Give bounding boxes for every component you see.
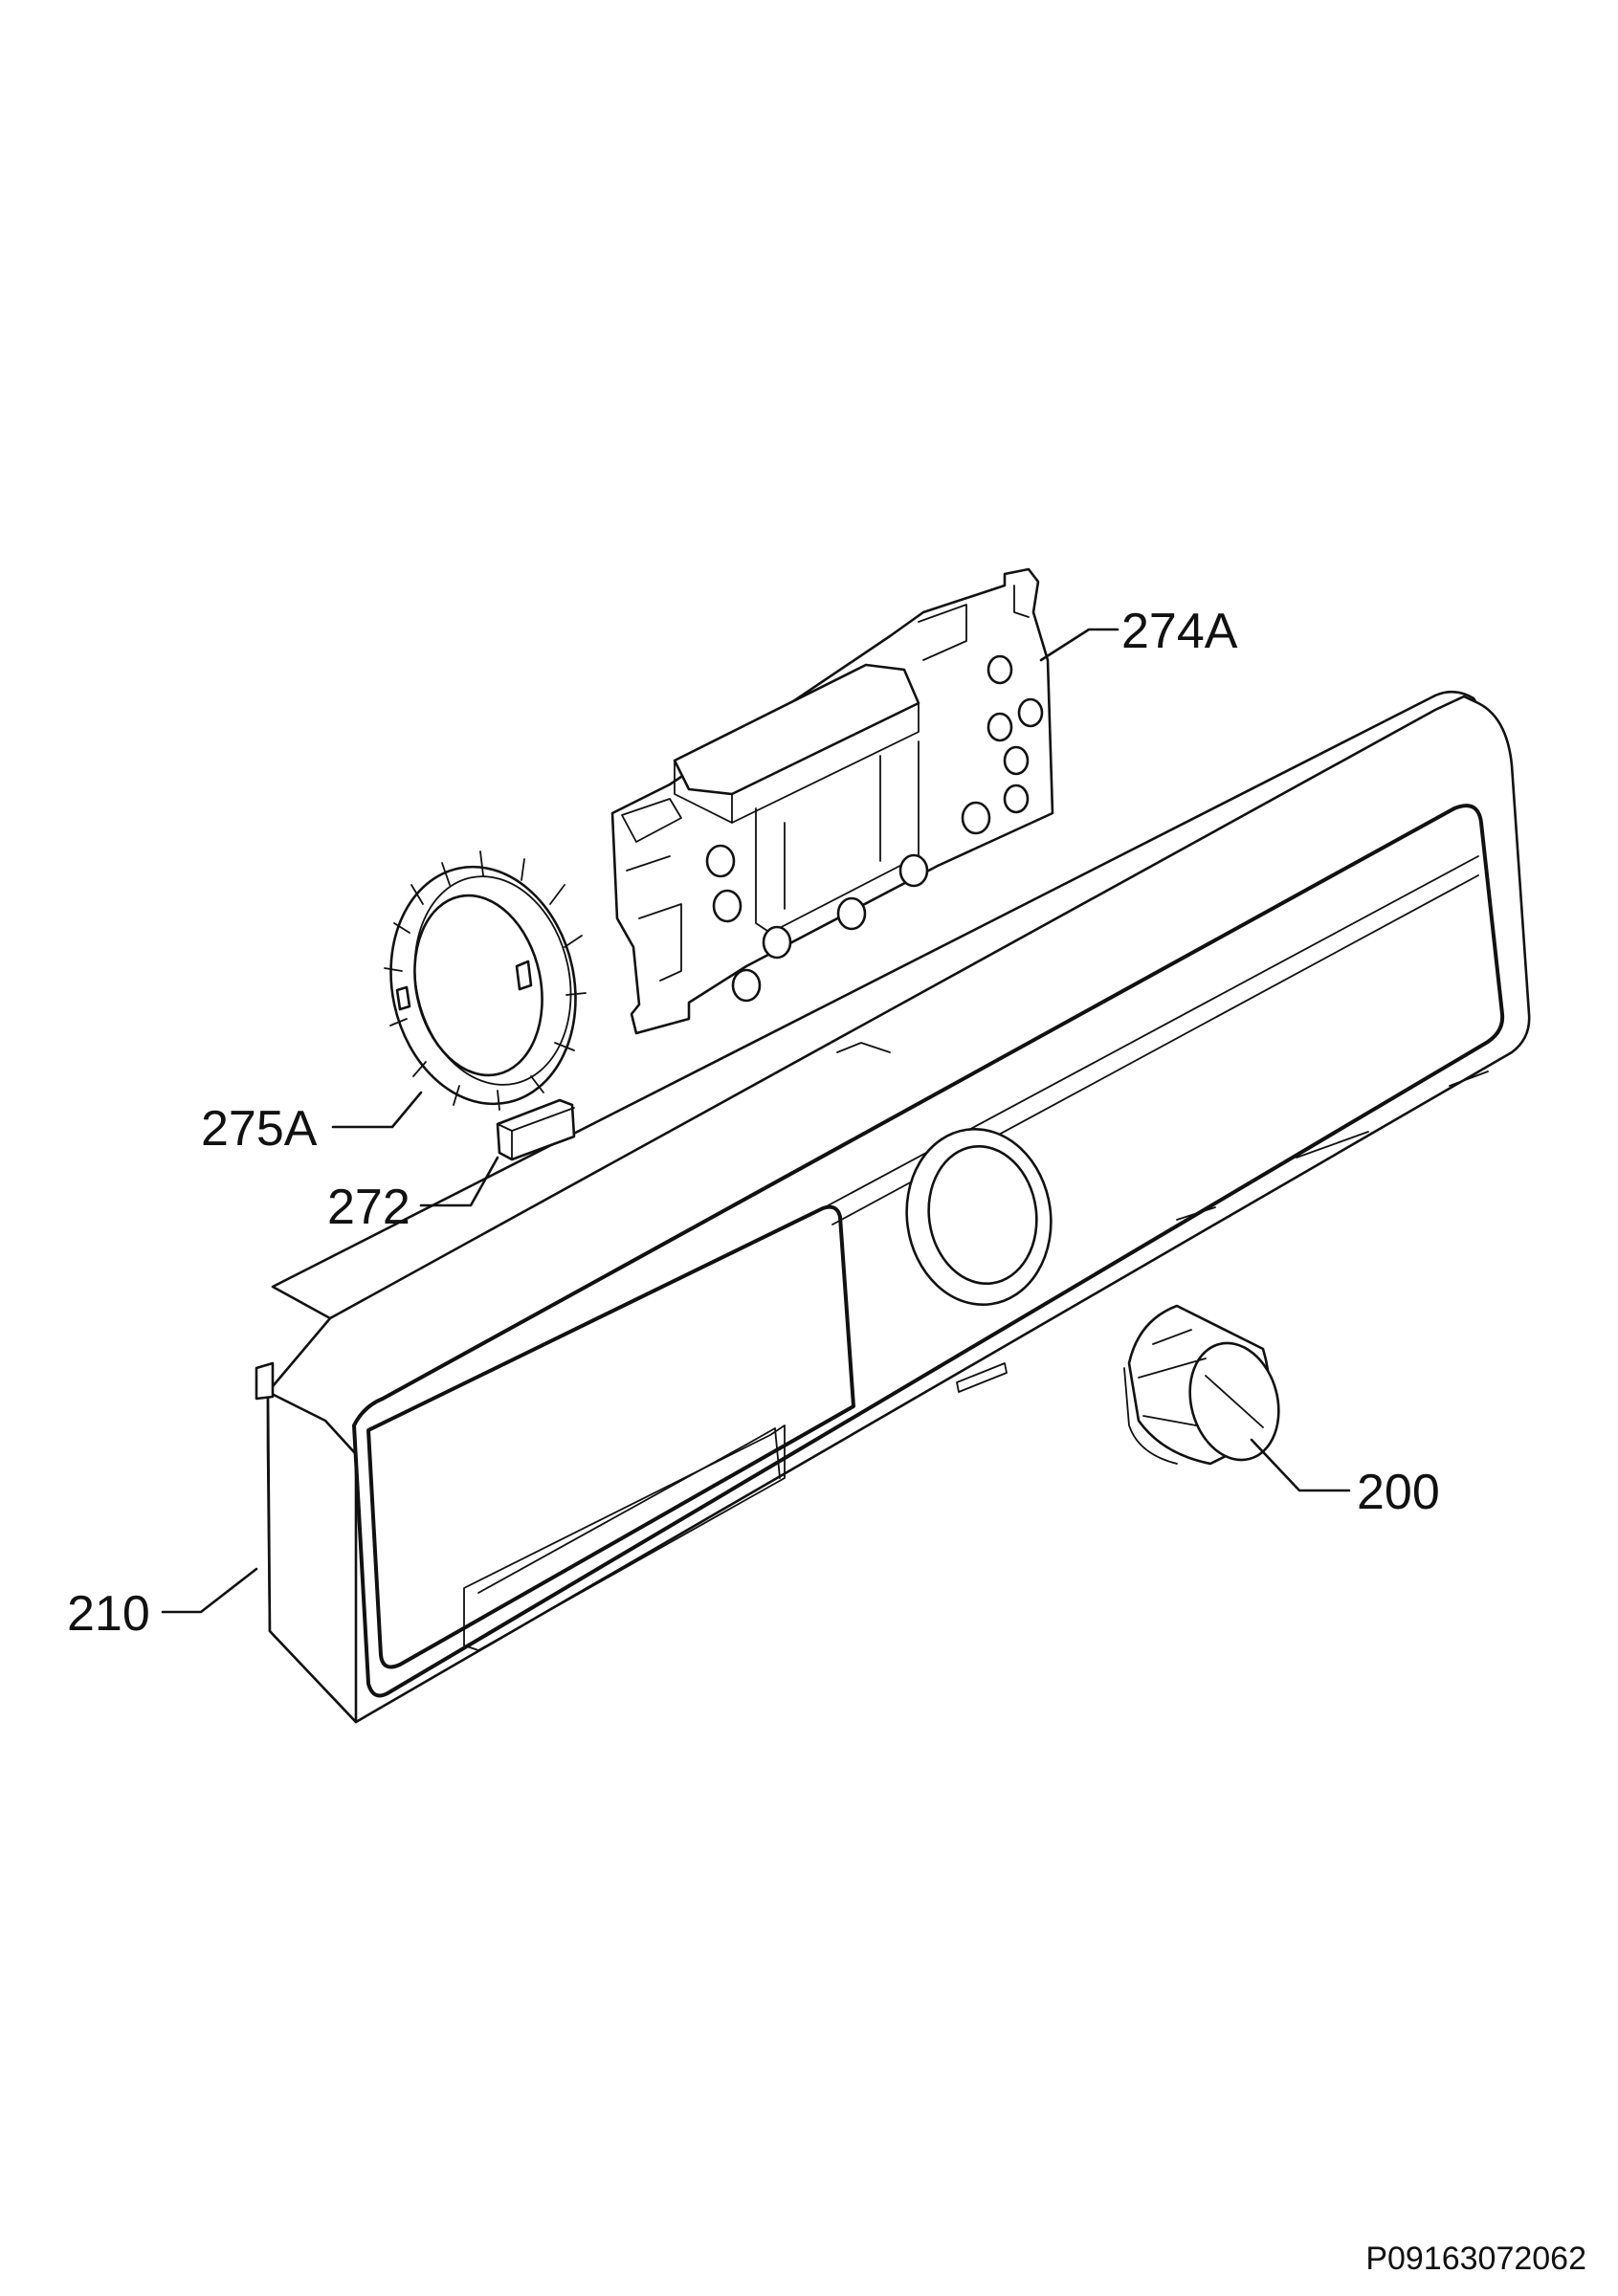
control-panel-fascia-210 <box>255 690 1531 1724</box>
callout-272: 272 <box>327 1180 410 1235</box>
drawer-handle-recess <box>463 1424 786 1651</box>
callout-275A: 275A <box>201 1101 318 1157</box>
leader-210 <box>161 1567 258 1614</box>
electronic-module-274A <box>610 567 1054 1035</box>
leader-275A <box>331 1091 423 1129</box>
ring-holder-275A <box>384 850 587 1111</box>
rotary-knob-200 <box>1123 1304 1280 1466</box>
callout-274A: 274A <box>1121 604 1238 659</box>
panel-inner-bezel <box>352 804 1505 1698</box>
button-272 <box>496 1098 576 1161</box>
document-id: P09163072062 <box>1365 2241 1586 2277</box>
leader-272 <box>419 1156 499 1207</box>
module-switch-posts <box>705 654 1044 1003</box>
ring-teeth <box>384 850 587 1111</box>
leader-200 <box>1250 1438 1351 1492</box>
callout-200: 200 <box>1357 1465 1440 1520</box>
knob-opening <box>905 1127 1053 1307</box>
panel-display-window <box>366 1204 855 1669</box>
callout-210: 210 <box>67 1586 150 1642</box>
leader-274A <box>1039 628 1119 662</box>
panel-front-face <box>266 695 1531 1724</box>
panel-left-end <box>266 1390 358 1724</box>
